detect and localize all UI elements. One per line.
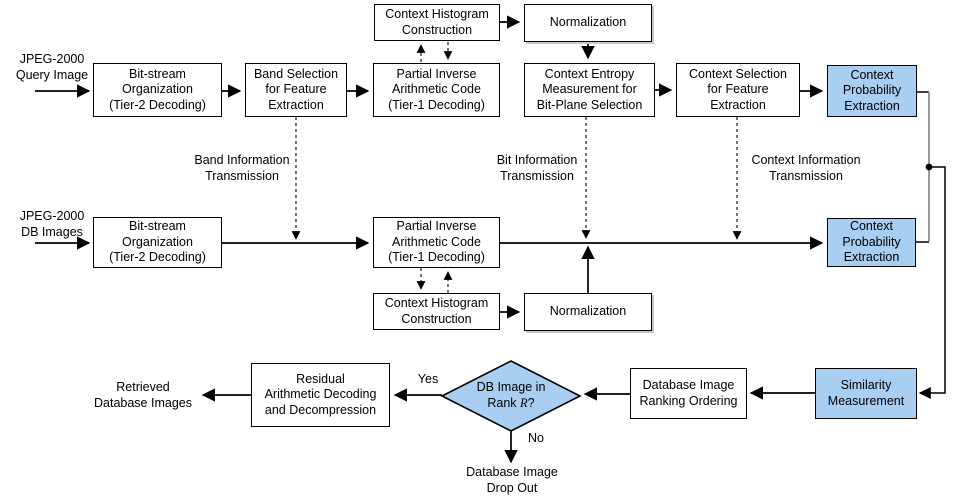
no-label: No bbox=[528, 431, 544, 445]
node-normalization-top: Normalization bbox=[524, 4, 652, 42]
node-database-ranking: Database Image Ranking Ordering bbox=[630, 368, 747, 419]
node-similarity-measurement: Similarity Measurement bbox=[815, 368, 917, 419]
decision-rank-prefix: Rank bbox=[487, 396, 521, 411]
junction-dot bbox=[925, 163, 933, 171]
decision-rank-suffix: ? bbox=[527, 396, 535, 411]
node-context-probability-db: Context Probability Extraction bbox=[827, 218, 916, 267]
yes-label: Yes bbox=[417, 372, 439, 386]
decision-rank-variable: R bbox=[520, 396, 528, 411]
band-info-label: Band Information Transmission bbox=[194, 153, 290, 184]
node-context-probability-query: Context Probability Extraction bbox=[827, 65, 917, 117]
node-band-selection: Band Selection for Feature Extraction bbox=[245, 63, 347, 117]
decision-diamond bbox=[440, 360, 582, 432]
decision-line1: DB Image in bbox=[476, 380, 546, 394]
node-bitstream-organization-db: Bit-stream Organization (Tier-2 Decoding… bbox=[93, 217, 222, 268]
drop-out-label: Database Image Drop Out bbox=[466, 465, 558, 496]
dashed-connectors bbox=[291, 42, 742, 293]
solid-connectors bbox=[35, 15, 824, 464]
node-residual-decoding: Residual Arithmetic Decoding and Decompr… bbox=[251, 363, 390, 427]
node-partial-inverse-query: Partial Inverse Arithmetic Code (Tier-1 … bbox=[373, 63, 500, 117]
node-context-histogram-top: Context Histogram Construction bbox=[374, 4, 500, 41]
merge-connectors bbox=[916, 91, 946, 399]
node-context-selection: Context Selection for Feature Extraction bbox=[676, 63, 800, 117]
node-bitstream-organization-query: Bit-stream Organization (Tier-2 Decoding… bbox=[93, 63, 222, 117]
node-normalization-bottom: Normalization bbox=[524, 293, 652, 331]
node-context-histogram-bottom: Context Histogram Construction bbox=[373, 293, 500, 330]
decision-label: DB Image in Rank R? bbox=[449, 379, 573, 412]
context-info-label: Context Information Transmission bbox=[751, 153, 861, 184]
db-input-label: JPEG-2000 DB Images bbox=[19, 209, 85, 240]
query-input-label: JPEG-2000 Query Image bbox=[15, 52, 89, 83]
node-context-entropy: Context Entropy Measurement for Bit-Plan… bbox=[524, 63, 655, 117]
bit-info-label: Bit Information Transmission bbox=[496, 153, 578, 184]
node-partial-inverse-db: Partial Inverse Arithmetic Code (Tier-1 … bbox=[373, 217, 500, 268]
retrieved-images-label: Retrieved Database Images bbox=[94, 380, 192, 411]
